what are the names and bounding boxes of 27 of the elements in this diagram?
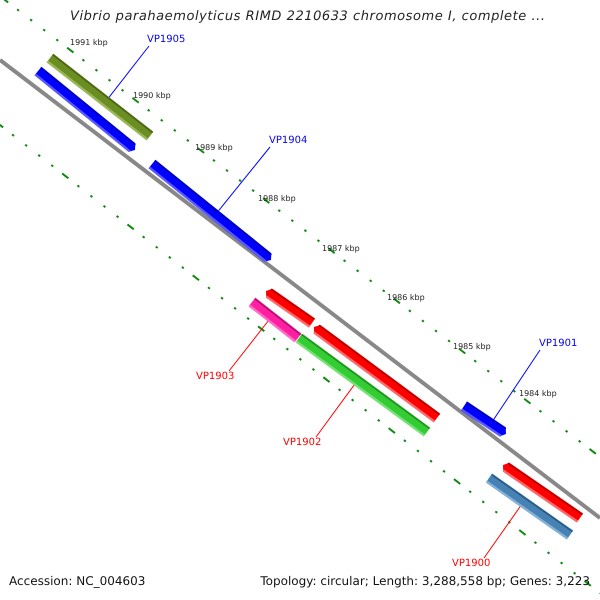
scale-label: 1984 kbp xyxy=(519,389,557,399)
scale-label: 1991 kbp xyxy=(70,38,108,48)
scale-label: 1986 kbp xyxy=(387,293,425,303)
gene-label: VP1903 xyxy=(196,371,234,383)
gene-label: VP1901 xyxy=(539,338,578,350)
gene-label: VP1905 xyxy=(147,34,186,46)
leader-line xyxy=(484,506,521,558)
gene-label: VP1904 xyxy=(269,135,308,147)
feature-bar xyxy=(295,333,431,437)
leader-line xyxy=(228,320,268,372)
scale-label: 1987 kbp xyxy=(322,244,360,254)
chart-title: Vibrio parahaemolyticus RIMD 2210633 chromosome I, complete ... xyxy=(69,9,547,24)
leader-line xyxy=(108,46,150,98)
scale-label: 1989 kbp xyxy=(195,143,233,153)
accession-label: Accession: NC_004603 xyxy=(9,574,146,589)
leader-line xyxy=(316,384,355,438)
gene-bar xyxy=(460,401,506,437)
feature-bar xyxy=(485,473,574,540)
feature-bar xyxy=(248,297,302,343)
scale-label: 1988 kbp xyxy=(258,194,296,204)
scale-label: 1990 kbp xyxy=(133,91,171,101)
scale-label: 1985 kbp xyxy=(453,342,491,352)
gene-label: VP1902 xyxy=(283,437,322,449)
leader-line xyxy=(218,146,270,212)
gene-label: VP1900 xyxy=(452,558,490,570)
genome-summary: Topology: circular; Length: 3,288,558 bp; Genes: 3,223 xyxy=(260,574,590,589)
leader-line xyxy=(493,350,540,420)
